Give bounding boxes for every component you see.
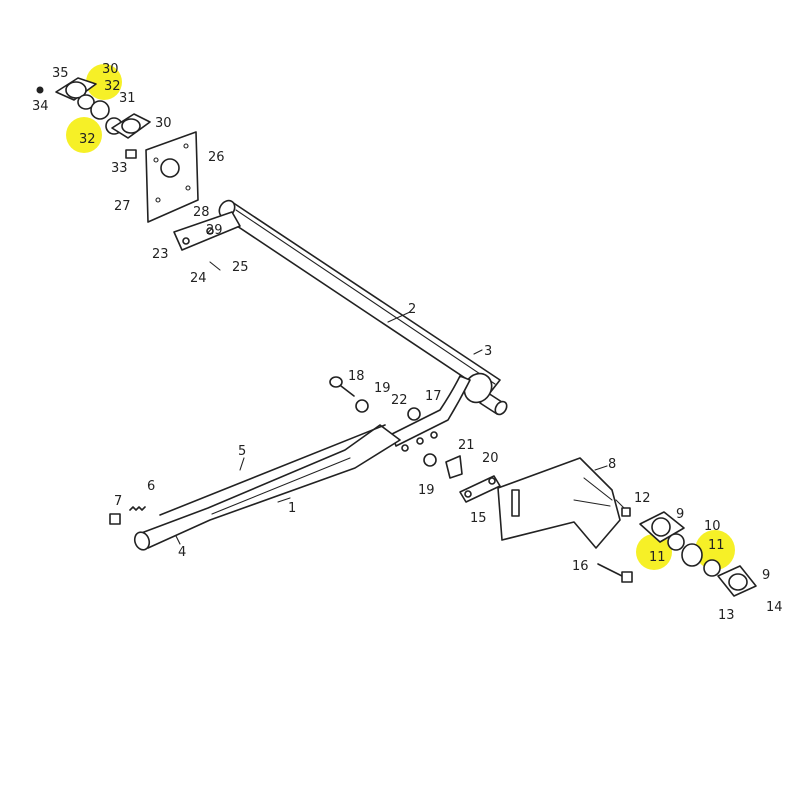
callout-15: 15 bbox=[470, 511, 487, 526]
nut bbox=[407, 407, 421, 421]
callout-18: 18 bbox=[348, 369, 365, 384]
small-link-parts bbox=[355, 399, 501, 503]
callout-3: 3 bbox=[484, 344, 492, 359]
callout-20: 20 bbox=[482, 451, 499, 466]
callout-23: 23 bbox=[152, 247, 169, 262]
quadrant-bracket bbox=[497, 457, 621, 549]
callout-17: 17 bbox=[425, 389, 442, 404]
callout-30b: 30 bbox=[155, 116, 172, 131]
callout-21: 21 bbox=[458, 438, 475, 453]
pin bbox=[109, 513, 121, 525]
callout-32a: 32 bbox=[104, 79, 121, 94]
callout-16: 16 bbox=[572, 559, 589, 574]
callout-11a: 11 bbox=[649, 550, 666, 565]
highlight-marker bbox=[86, 64, 122, 100]
callout-34: 34 bbox=[32, 99, 49, 114]
callout-8: 8 bbox=[608, 457, 616, 472]
callout-19a: 19 bbox=[374, 381, 391, 396]
leader-lines bbox=[175, 261, 625, 545]
callout-33: 33 bbox=[111, 161, 128, 176]
callout-9b: 9 bbox=[762, 568, 770, 583]
highlight-markers bbox=[66, 64, 735, 570]
callout-35: 35 bbox=[52, 66, 69, 81]
callout-1: 1 bbox=[288, 501, 296, 516]
cross-shaft bbox=[218, 199, 508, 416]
callout-30a: 30 bbox=[102, 62, 119, 77]
callout-14: 14 bbox=[766, 600, 783, 615]
callout-25: 25 bbox=[232, 260, 249, 275]
highlight-marker bbox=[636, 534, 672, 570]
callout-27: 27 bbox=[114, 199, 131, 214]
callout-9a: 9 bbox=[676, 507, 684, 522]
callout-32b: 32 bbox=[79, 132, 96, 147]
spring bbox=[129, 506, 146, 511]
callout-10: 10 bbox=[704, 519, 721, 534]
callout-12: 12 bbox=[634, 491, 651, 506]
mounting-plate bbox=[145, 131, 199, 223]
bolt bbox=[597, 563, 633, 583]
callout-5: 5 bbox=[238, 444, 246, 459]
callout-labels: 1 2 3 4 5 6 7 8 9 9 10 11 11 12 13 14 15… bbox=[32, 62, 783, 623]
callout-11b: 11 bbox=[708, 538, 725, 553]
callout-4: 4 bbox=[178, 545, 186, 560]
callout-2: 2 bbox=[408, 302, 416, 317]
callout-28: 28 bbox=[193, 205, 210, 220]
callout-29: 29 bbox=[206, 223, 223, 238]
lever bbox=[133, 424, 401, 551]
rod bbox=[159, 424, 386, 516]
callout-6: 6 bbox=[147, 479, 155, 494]
shaft-bracket bbox=[173, 211, 241, 251]
upper-bearing-assembly bbox=[36, 77, 151, 159]
callout-22: 22 bbox=[391, 393, 408, 408]
callout-7: 7 bbox=[114, 494, 122, 509]
callout-13: 13 bbox=[718, 608, 735, 623]
callout-19b: 19 bbox=[418, 483, 435, 498]
highlight-marker bbox=[695, 530, 735, 570]
lower-bearing-assembly bbox=[621, 507, 757, 597]
eye-bolt bbox=[329, 376, 355, 397]
callout-31: 31 bbox=[119, 91, 136, 106]
highlight-marker bbox=[66, 117, 102, 153]
callout-24: 24 bbox=[190, 271, 207, 286]
callout-26: 26 bbox=[208, 150, 225, 165]
